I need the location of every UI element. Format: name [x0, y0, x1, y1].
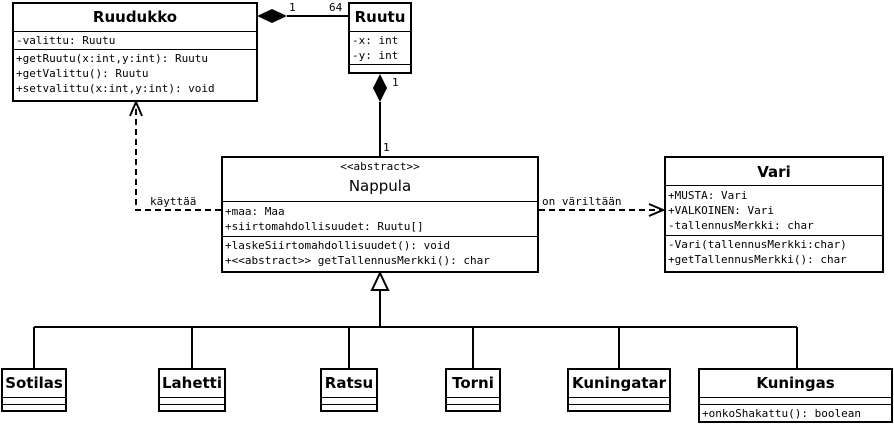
class-torni[interactable]: Torni — [445, 368, 501, 412]
attribute: +MUSTA: Vari — [668, 189, 748, 202]
methods-section — [3, 404, 65, 405]
attribute: -valittu: Ruutu — [16, 34, 116, 47]
method: +getRuutu(x:int,y:int): Ruutu — [16, 52, 209, 65]
label-kayttaa: käyttää — [150, 195, 197, 208]
methods-section: +getRuutu(x:int,y:int): Ruutu +getValitt… — [14, 49, 256, 96]
method: +onkoShakattu(): boolean — [702, 407, 861, 420]
multiplicity-ruudukko: 1 — [289, 1, 296, 14]
class-name: Sotilas — [5, 374, 63, 392]
class-name: Lahetti — [161, 374, 222, 392]
method: -Vari(tallennusMerkki:char) — [668, 238, 847, 251]
class-kuningatar[interactable]: Kuningatar — [567, 368, 671, 412]
method: +getTallennusMerkki(): char — [668, 253, 847, 266]
dependency-line-kayttaa — [135, 102, 221, 211]
dependency-arrowhead-ruudukko — [129, 99, 143, 117]
method: +setvalittu(x:int,y:int): void — [16, 82, 215, 95]
method: +laskeSiirtomahdollisuudet(): void — [225, 239, 451, 252]
class-name: Ratsu — [324, 374, 374, 392]
class-nappula[interactable]: <<abstract>> Nappula +maa: Maa +siirtoma… — [221, 156, 539, 273]
attribute: +maa: Maa — [225, 205, 285, 218]
class-name: Ruutu — [354, 8, 406, 26]
attributes-section — [3, 397, 65, 404]
methods-section — [569, 404, 669, 405]
inheritance-triangle — [370, 270, 390, 291]
class-stereotype: <<abstract>> — [340, 160, 420, 173]
label-on-variltaan: on väriltään — [542, 195, 622, 208]
methods-section: +laskeSiirtomahdollisuudet(): void +<<ab… — [223, 236, 537, 268]
multiplicity-nappula: 1 — [383, 141, 390, 154]
class-kuningas[interactable]: Kuningas +onkoShakattu(): boolean — [698, 368, 893, 423]
composition-diamond-ruutu — [373, 74, 387, 102]
class-name: Nappula — [348, 177, 412, 195]
attribute: -y: int — [352, 49, 399, 62]
class-name: Ruudukko — [92, 8, 178, 26]
attribute: +VALKOINEN: Vari — [668, 204, 774, 217]
attribute: +siirtomahdollisuudet: Ruutu[] — [225, 220, 424, 233]
attributes-section — [569, 397, 669, 404]
attributes-section — [447, 397, 499, 404]
methods-section: +onkoShakattu(): boolean — [700, 404, 891, 421]
method: +<<abstract>> getTallennusMerkki(): char — [225, 254, 490, 267]
attributes-section: -valittu: Ruutu — [14, 31, 256, 49]
class-name: Vari — [757, 163, 791, 181]
attributes-section: +MUSTA: Vari +VALKOINEN: Vari -tallennus… — [666, 185, 882, 235]
methods-section — [350, 64, 410, 65]
class-ruutu[interactable]: Ruutu -x: int -y: int — [348, 2, 412, 74]
class-name: Kuningas — [756, 374, 835, 392]
methods-section — [447, 404, 499, 405]
multiplicity-ruutu-64: 64 — [329, 1, 343, 14]
methods-section — [160, 404, 224, 405]
attributes-section — [700, 397, 891, 404]
class-lahetti[interactable]: Lahetti — [158, 368, 226, 412]
multiplicity-ruutu-top: 1 — [392, 76, 399, 89]
class-sotilas[interactable]: Sotilas — [1, 368, 67, 412]
class-name: Kuningatar — [571, 374, 667, 392]
dependency-arrowhead-vari — [648, 203, 666, 217]
methods-section — [322, 404, 376, 405]
attributes-section: +maa: Maa +siirtomahdollisuudet: Ruutu[] — [223, 201, 537, 236]
attributes-section — [322, 397, 376, 404]
class-name: Torni — [452, 374, 494, 392]
class-ruudukko[interactable]: Ruudukko -valittu: Ruutu +getRuutu(x:int… — [12, 2, 258, 102]
attributes-section: -x: int -y: int — [350, 31, 410, 64]
attribute: -tallennusMerkki: char — [668, 219, 814, 232]
class-ratsu[interactable]: Ratsu — [320, 368, 378, 412]
class-vari[interactable]: Vari +MUSTA: Vari +VALKOINEN: Vari -tall… — [664, 156, 884, 273]
attribute: -x: int — [352, 34, 399, 47]
attributes-section — [160, 397, 224, 404]
composition-diamond-ruudukko — [257, 9, 287, 23]
methods-section: -Vari(tallennusMerkki:char) +getTallennu… — [666, 235, 882, 267]
method: +getValittu(): Ruutu — [16, 67, 149, 80]
